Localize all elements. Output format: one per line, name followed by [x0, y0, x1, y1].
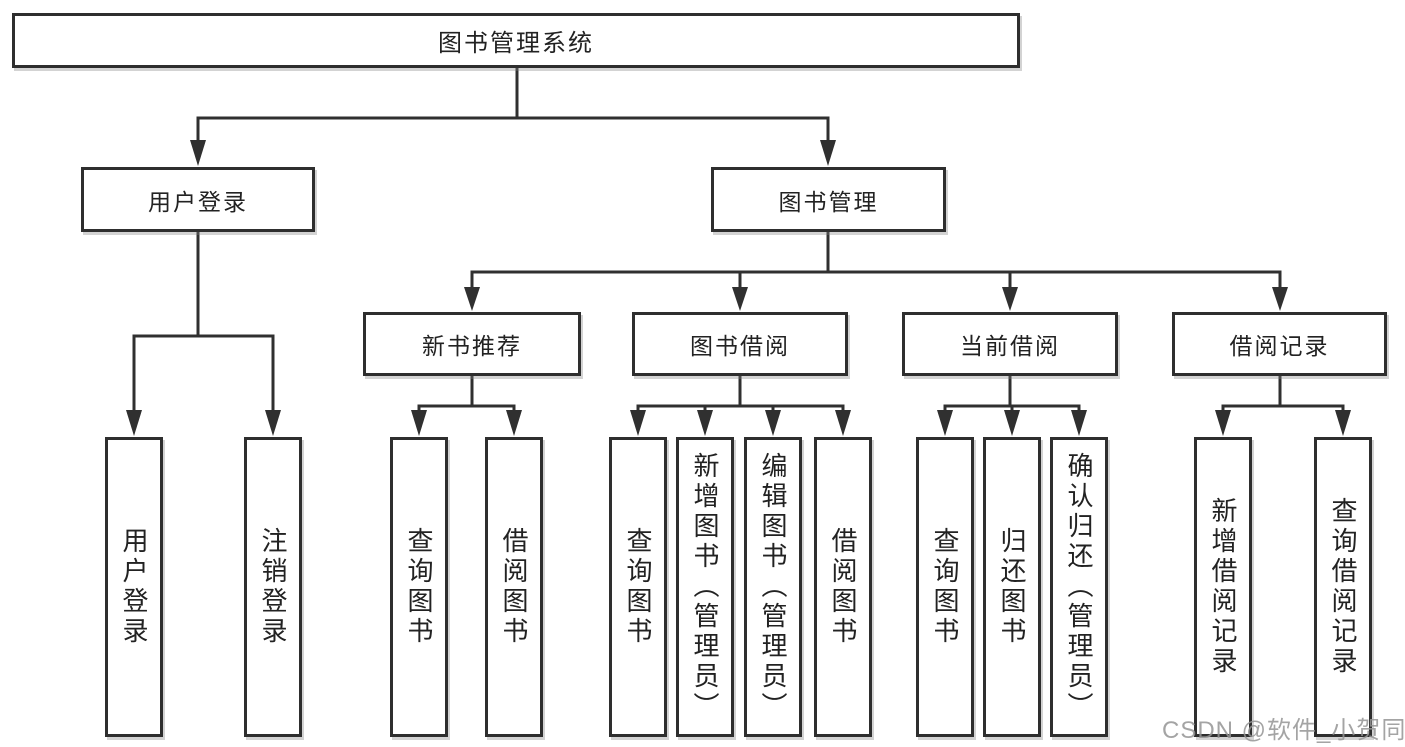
leaf-borrow-books-borrowing: 借阅图书 — [814, 437, 872, 737]
leaf-label: 查询图书 — [623, 527, 653, 647]
connector-new-books-to-leaves — [411, 376, 522, 436]
leaf-query-books-recommend: 查询图书 — [390, 437, 448, 737]
node-root: 图书管理系统 — [12, 13, 1020, 68]
leaf-query-borrow-record: 查询借阅记录 — [1314, 437, 1372, 737]
leaf-label: 借阅图书 — [499, 527, 529, 647]
leaf-label: 用户登录 — [119, 527, 149, 647]
connector-book-borrowing-to-leaves — [630, 376, 851, 436]
leaf-confirm-return-admin: 确认归还（管理员） — [1050, 437, 1108, 737]
leaf-label: 确认归还（管理员） — [1064, 452, 1094, 722]
leaf-query-books-borrowing: 查询图书 — [609, 437, 667, 737]
leaf-label: 归还图书 — [997, 527, 1027, 647]
node-label: 图书借阅 — [690, 333, 790, 359]
node-borrow-records: 借阅记录 — [1172, 312, 1387, 376]
leaf-borrow-books-recommend: 借阅图书 — [485, 437, 543, 737]
node-book-borrowing: 图书借阅 — [632, 312, 848, 376]
node-book-management: 图书管理 — [711, 167, 946, 232]
leaf-label: 新增图书（管理员） — [690, 452, 720, 722]
connector-user-login-to-leaves — [126, 232, 281, 436]
node-label: 图书管理 — [778, 188, 879, 215]
node-new-book-recommend: 新书推荐 — [363, 312, 581, 376]
connector-book-mgmt-to-level3 — [464, 232, 1288, 311]
leaf-label: 查询借阅记录 — [1328, 497, 1358, 677]
connector-root-to-level2 — [190, 68, 836, 166]
leaf-label: 查询图书 — [930, 527, 960, 647]
leaf-edit-book-admin: 编辑图书（管理员） — [744, 437, 802, 737]
node-label: 用户登录 — [148, 188, 248, 215]
leaf-label: 注销登录 — [258, 527, 288, 647]
leaf-add-borrow-record: 新增借阅记录 — [1194, 437, 1252, 737]
leaf-label: 借阅图书 — [828, 527, 858, 647]
node-current-borrowing: 当前借阅 — [902, 312, 1118, 376]
node-user-login: 用户登录 — [81, 167, 315, 232]
leaf-query-books-current: 查询图书 — [916, 437, 974, 737]
leaf-add-book-admin: 新增图书（管理员） — [676, 437, 734, 737]
leaf-user-login: 用户登录 — [105, 437, 163, 737]
node-label: 新书推荐 — [422, 333, 522, 359]
node-label: 借阅记录 — [1229, 333, 1330, 359]
leaf-label: 查询图书 — [404, 527, 434, 647]
leaf-return-book: 归还图书 — [983, 437, 1041, 737]
leaf-label: 编辑图书（管理员） — [758, 452, 788, 722]
node-root-label: 图书管理系统 — [438, 30, 594, 57]
connector-current-borrowing-to-leaves — [937, 376, 1087, 436]
leaf-logout: 注销登录 — [244, 437, 302, 737]
leaf-label: 新增借阅记录 — [1208, 497, 1238, 677]
node-label: 当前借阅 — [960, 333, 1060, 359]
connector-borrow-records-to-leaves — [1215, 376, 1351, 436]
